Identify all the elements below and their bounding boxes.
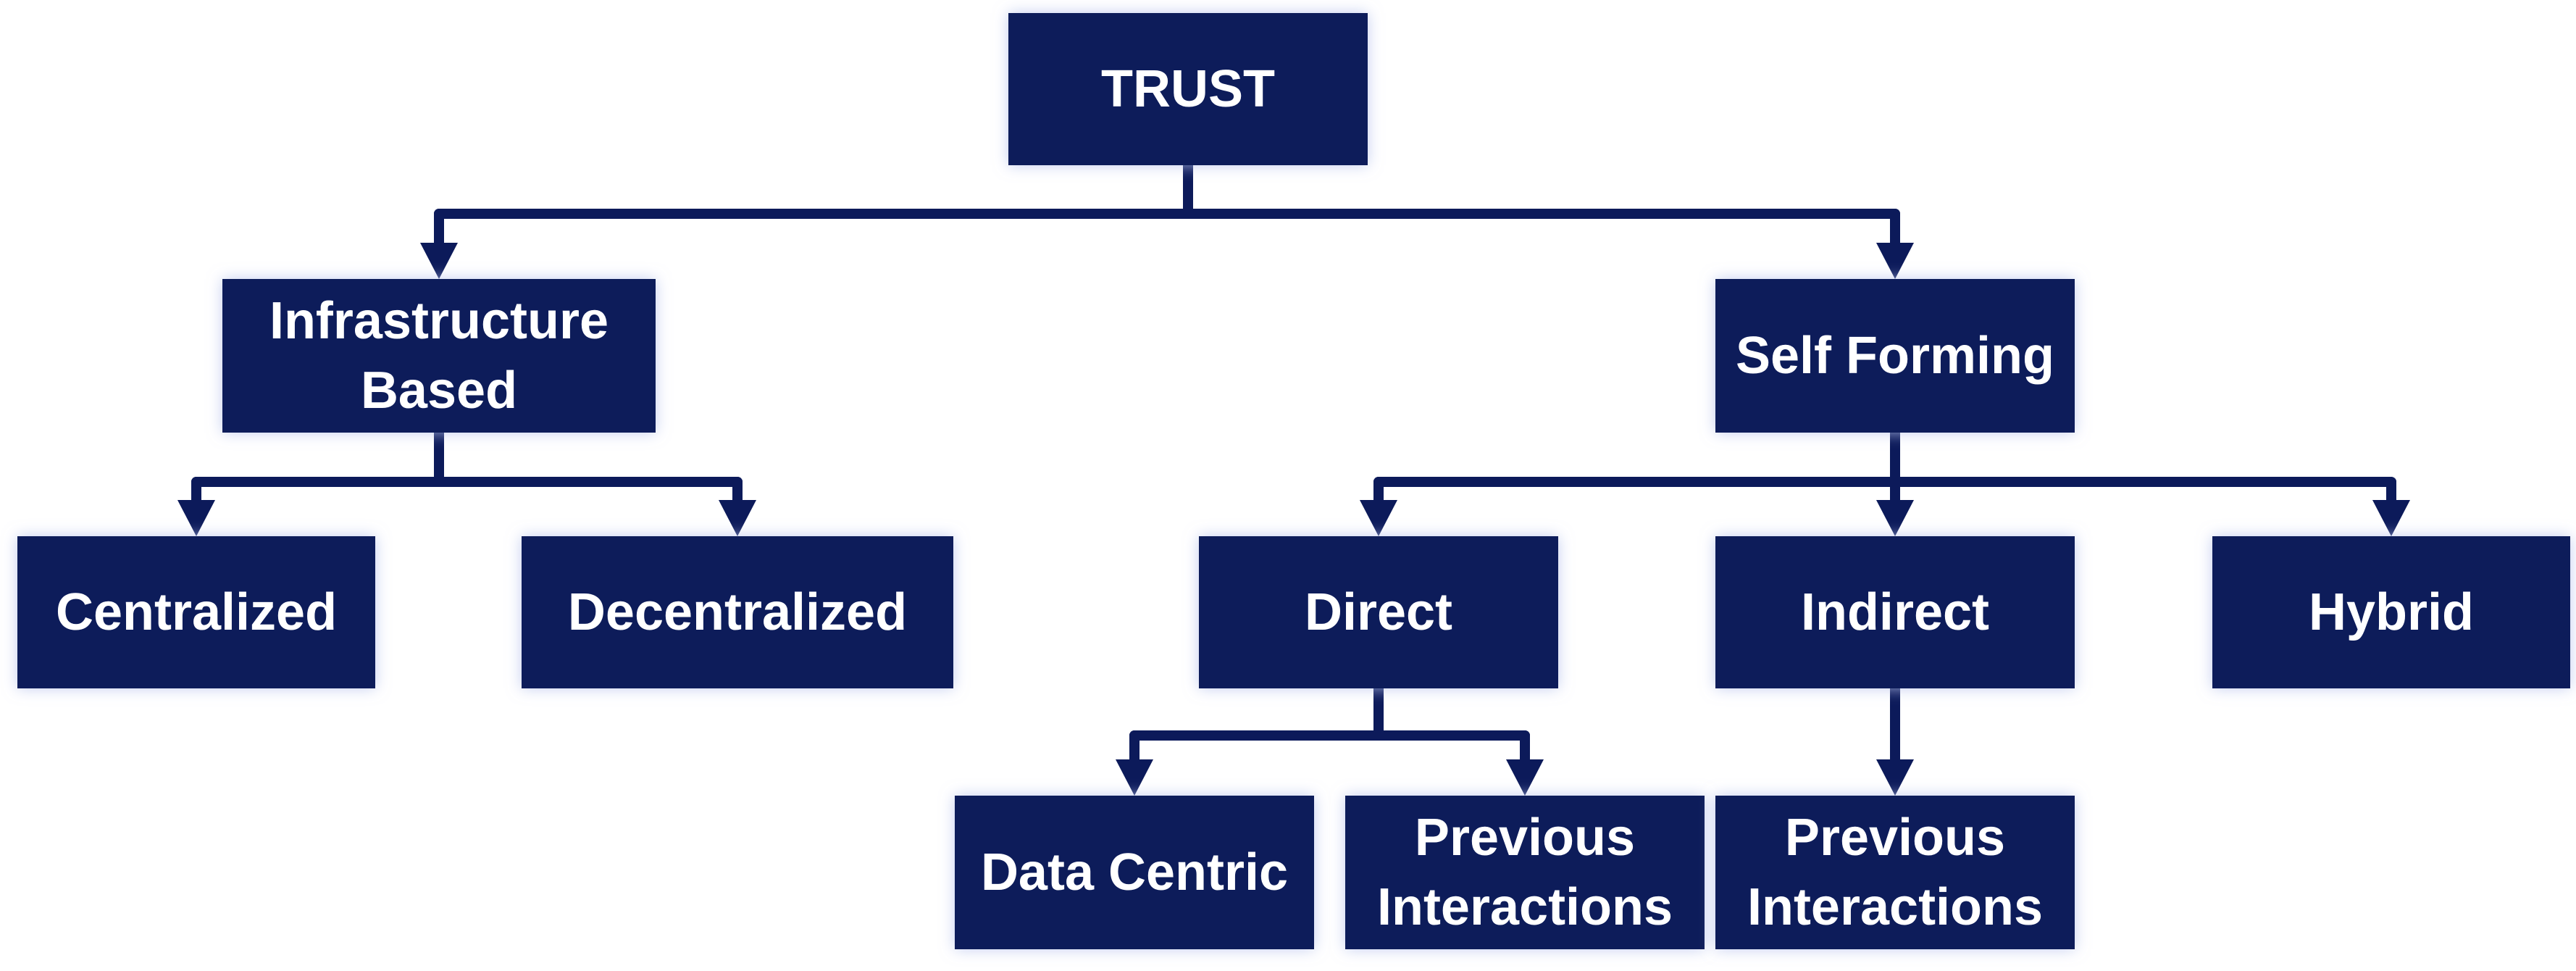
node-label-hybrid: Hybrid [2309,583,2474,641]
arrowhead-centralized [177,500,215,536]
node-label-direct-previous-interactions: Previous [1415,809,1635,867]
arrowhead-hybrid [2372,500,2410,536]
node-label-centralized: Centralized [56,583,337,641]
connectors [177,160,2410,796]
node-box-decentralized [522,536,953,688]
node-label-infrastructure-based: Based [361,362,517,420]
node-label-indirect: Indirect [1801,583,1989,641]
node-centralized: Centralized [17,536,375,688]
node-label-infrastructure-based: Infrastructure [269,292,609,350]
node-label-self-forming: Self Forming [1736,327,2054,385]
node-label-data-centric: Data Centric [981,843,1288,901]
node-data-centric: Data Centric [955,796,1314,949]
arrowhead-direct [1360,500,1397,536]
node-trust: TRUST [1008,13,1368,165]
node-box-direct [1199,536,1558,688]
node-label-indirect-previous-interactions: Interactions [1747,878,2043,936]
node-label-decentralized: Decentralized [568,583,907,641]
node-label-direct-previous-interactions: Interactions [1377,878,1673,936]
arrowhead-indirect_previous_interactions [1876,759,1914,796]
node-box-centralized [17,536,375,688]
node-box-self-forming [1715,279,2075,433]
arrowhead-infrastructure_based [420,243,458,279]
arrowhead-self_forming [1876,243,1914,279]
arrowhead-indirect [1876,500,1914,536]
node-label-direct: Direct [1305,583,1452,641]
node-direct: Direct [1199,536,1558,688]
node-box-indirect-previous-interactions [1715,796,2075,949]
node-box-indirect [1715,536,2075,688]
node-box-trust [1008,13,1368,165]
node-hybrid: Hybrid [2212,536,2570,688]
node-box-direct-previous-interactions [1345,796,1705,949]
node-box-infrastructure-based [222,279,656,433]
arrowhead-direct_previous_interactions [1506,759,1544,796]
arrowhead-data_centric [1116,759,1153,796]
node-label-trust: TRUST [1101,60,1275,118]
node-box-hybrid [2212,536,2570,688]
node-decentralized: Decentralized [522,536,953,688]
node-label-indirect-previous-interactions: Previous [1785,809,2005,867]
node-indirect: Indirect [1715,536,2075,688]
node-box-data-centric [955,796,1314,949]
node-self-forming: Self Forming [1715,279,2075,433]
arrowhead-decentralized [719,500,756,536]
